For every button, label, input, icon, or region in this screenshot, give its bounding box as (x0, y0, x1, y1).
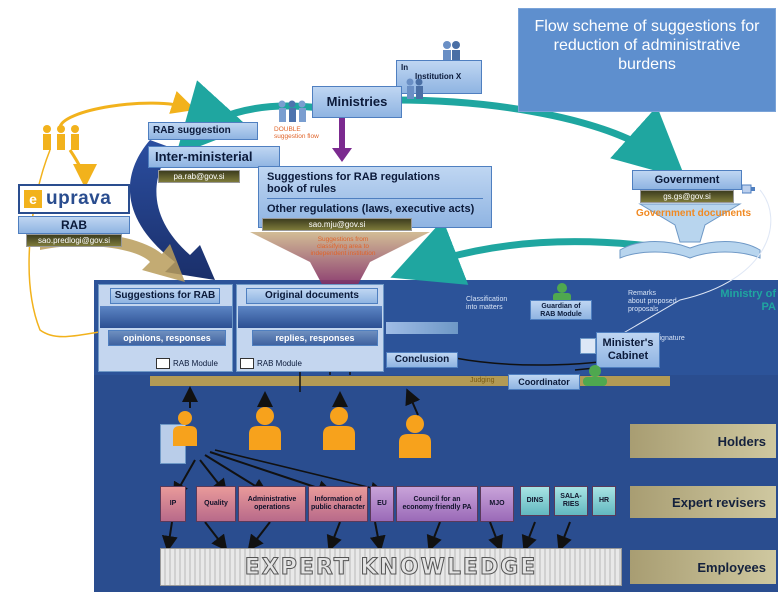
book-icon (619, 241, 761, 259)
people-icon-institution (440, 40, 462, 64)
ministries-box: Ministries (312, 86, 402, 118)
judging-label: Judging (470, 377, 495, 384)
people-icon-rab (40, 124, 84, 152)
remarks-note: Remarks about proposed proposals (628, 290, 677, 313)
regulations-box: Suggestions for RAB regulations book of … (258, 166, 492, 228)
holder-icon-2 (248, 406, 282, 450)
purple-arrow-down (332, 148, 352, 162)
holder-icon-4 (398, 414, 432, 458)
double-flow-note: DOUBLE suggestion flow (274, 126, 319, 140)
original-docs-strip (238, 306, 382, 328)
uprava-logo-text: uprava (46, 188, 112, 209)
teal-arrow-right (394, 96, 686, 180)
inter-ministerial-box: Inter-ministerial (148, 146, 280, 168)
government-documents-label: Government documents (636, 208, 752, 219)
regulations-other: Other regulations (laws, executive acts) (267, 203, 475, 215)
coordinator-person-icon (580, 364, 610, 386)
yellow-arrow-top (58, 91, 196, 129)
expert-box-dins: DINS (520, 486, 550, 516)
rab-email: sao.predlogi@gov.si (26, 234, 122, 247)
rab-box: RAB (18, 216, 130, 234)
judging-bar (150, 376, 670, 386)
opinions-box: opinions, responses (108, 330, 226, 346)
regulations-title: Suggestions for RAB regulations book of … (267, 171, 483, 199)
regulations-red-note: Suggestions from classifying area to ind… (310, 236, 376, 257)
institution-x-label: Institution X (415, 72, 462, 81)
diagram-title: Flow scheme of suggestions for reduction… (518, 8, 776, 112)
uprava-logo: e uprava (18, 184, 130, 214)
conclusion-box: Conclusion (386, 352, 458, 368)
signature-note: signature (656, 335, 685, 342)
expert-box-mjo: MJO (480, 486, 514, 522)
monitor-icon (156, 357, 170, 369)
government-email: gs.gs@gov.si (640, 190, 734, 203)
monitor-icon-2 (240, 357, 254, 369)
replies-box: replies, responses (252, 330, 378, 346)
holder-icon-3 (322, 406, 356, 450)
expert-box-council: Council for an economy friendly PA (396, 486, 478, 522)
gov-funnel (638, 203, 742, 243)
holders-label: Holders (630, 424, 776, 458)
people-icon-inst (404, 78, 426, 100)
expert-box-salaries: SALA-RIES (554, 486, 588, 516)
uprava-logo-icon: e (24, 190, 42, 208)
guardian-person-icon (550, 282, 574, 302)
expert-revisers-label: Expert revisers (630, 486, 776, 518)
government-box: Government (632, 170, 742, 190)
original-documents-box: Original documents (246, 288, 378, 304)
coordinator-box: Coordinator (508, 374, 580, 390)
ministry-of-pa-label: Ministry of PA (720, 288, 776, 313)
expert-box-eu: EU (370, 486, 394, 522)
connector-icon (741, 182, 756, 196)
cabinet-doc-icon (580, 338, 596, 354)
expert-box-public-info: Information of public character (308, 486, 368, 522)
expert-box-administrative: Administrative operations (238, 486, 306, 522)
rab-module-left: RAB Module (156, 356, 226, 370)
ministers-cabinet-box: Minister's Cabinet (596, 332, 660, 368)
institution-1-label: In (401, 63, 409, 72)
classification-note: Classification into matters (466, 296, 508, 311)
regs-funnel (250, 232, 430, 290)
navy-arrow-large (129, 140, 215, 280)
employees-label: Employees (630, 550, 776, 584)
expert-box-ip: IP (160, 486, 186, 522)
people-icon-ministries (276, 100, 310, 124)
rab-module-mid: RAB Module (240, 356, 310, 370)
expert-box-hr: HR (592, 486, 616, 516)
expert-knowledge-bar: EXPERT KNOWLEDGE (160, 548, 622, 586)
suggestions-docs-strip (100, 306, 232, 328)
holder-icon-1 (172, 410, 198, 446)
guardian-box: Guardian of RAB Module (530, 300, 592, 320)
inter-ministerial-email: pa.rab@gov.si (158, 170, 240, 183)
expert-revisers-row: IP Quality Administrative operations Inf… (160, 486, 620, 522)
rab-suggestion-box: RAB suggestion (148, 122, 258, 140)
expert-box-quality: Quality (196, 486, 236, 522)
classification-strip (386, 322, 458, 334)
expert-knowledge-text: EXPERT KNOWLEDGE (244, 554, 538, 580)
regulations-email: sao.mju@gov.si (262, 218, 412, 231)
suggestions-for-rab-box: Suggestions for RAB (110, 288, 220, 304)
